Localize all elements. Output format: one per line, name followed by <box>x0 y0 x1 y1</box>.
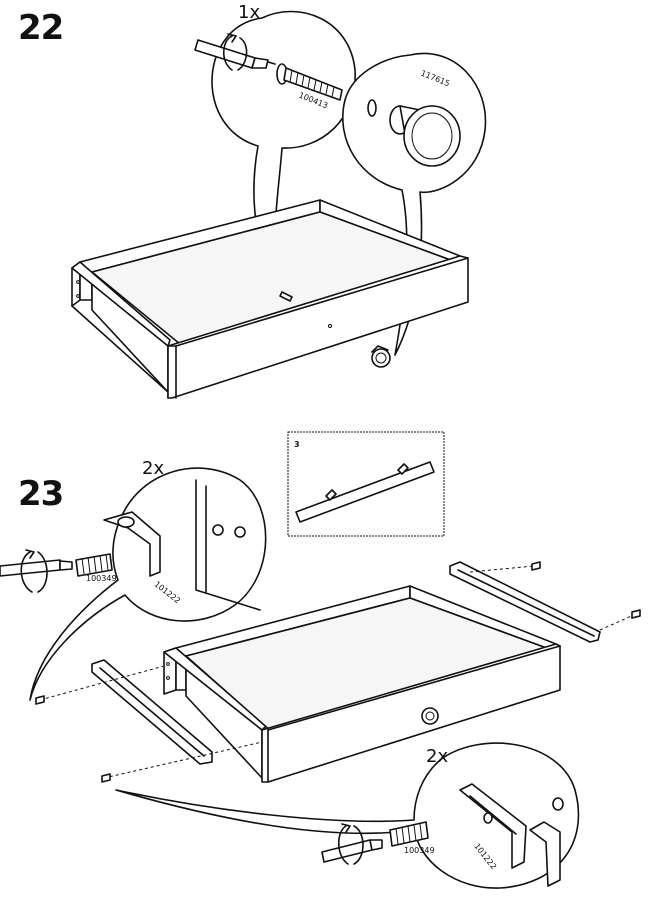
part-number-100349-right: 100349 <box>404 846 435 855</box>
rotate-arrow-icon <box>20 549 48 593</box>
rotate-arrow-icon <box>222 33 248 71</box>
step-number-22: 22 <box>18 8 64 48</box>
step-22-quantity: 1x <box>238 2 261 23</box>
runner-right-23 <box>449 561 601 643</box>
bracket-101222-right <box>459 783 564 887</box>
small-bolt-22 <box>279 291 293 302</box>
step-number-23: 23 <box>18 474 64 514</box>
reference-page-number: 3 <box>294 440 300 449</box>
detail-circle-right-23 <box>115 742 580 889</box>
rotate-arrow-icon <box>337 823 364 865</box>
screwdriver-icon <box>0 559 73 577</box>
step-23-quantity-left: 2x <box>142 458 165 479</box>
screwdriver-icon <box>194 39 276 69</box>
screw-markers-23 <box>35 561 641 783</box>
screw-100349-right <box>389 821 429 847</box>
bracket-101222-left <box>103 479 261 611</box>
runner-left-23 <box>91 659 213 765</box>
step-23-quantity-right: 2x <box>426 746 449 767</box>
bolt-100413 <box>276 63 343 101</box>
screw-100349-left <box>75 553 113 577</box>
screwdriver-icon <box>321 839 383 863</box>
drawer-step-23 <box>163 585 561 783</box>
small-knob-22 <box>371 345 391 368</box>
drawer-knob-23 <box>421 707 439 725</box>
knob-117615 <box>367 99 461 167</box>
reference-panel-page-3 <box>287 431 445 537</box>
part-number-100349-left: 100349 <box>86 574 117 583</box>
drawer-step-22 <box>71 199 469 399</box>
